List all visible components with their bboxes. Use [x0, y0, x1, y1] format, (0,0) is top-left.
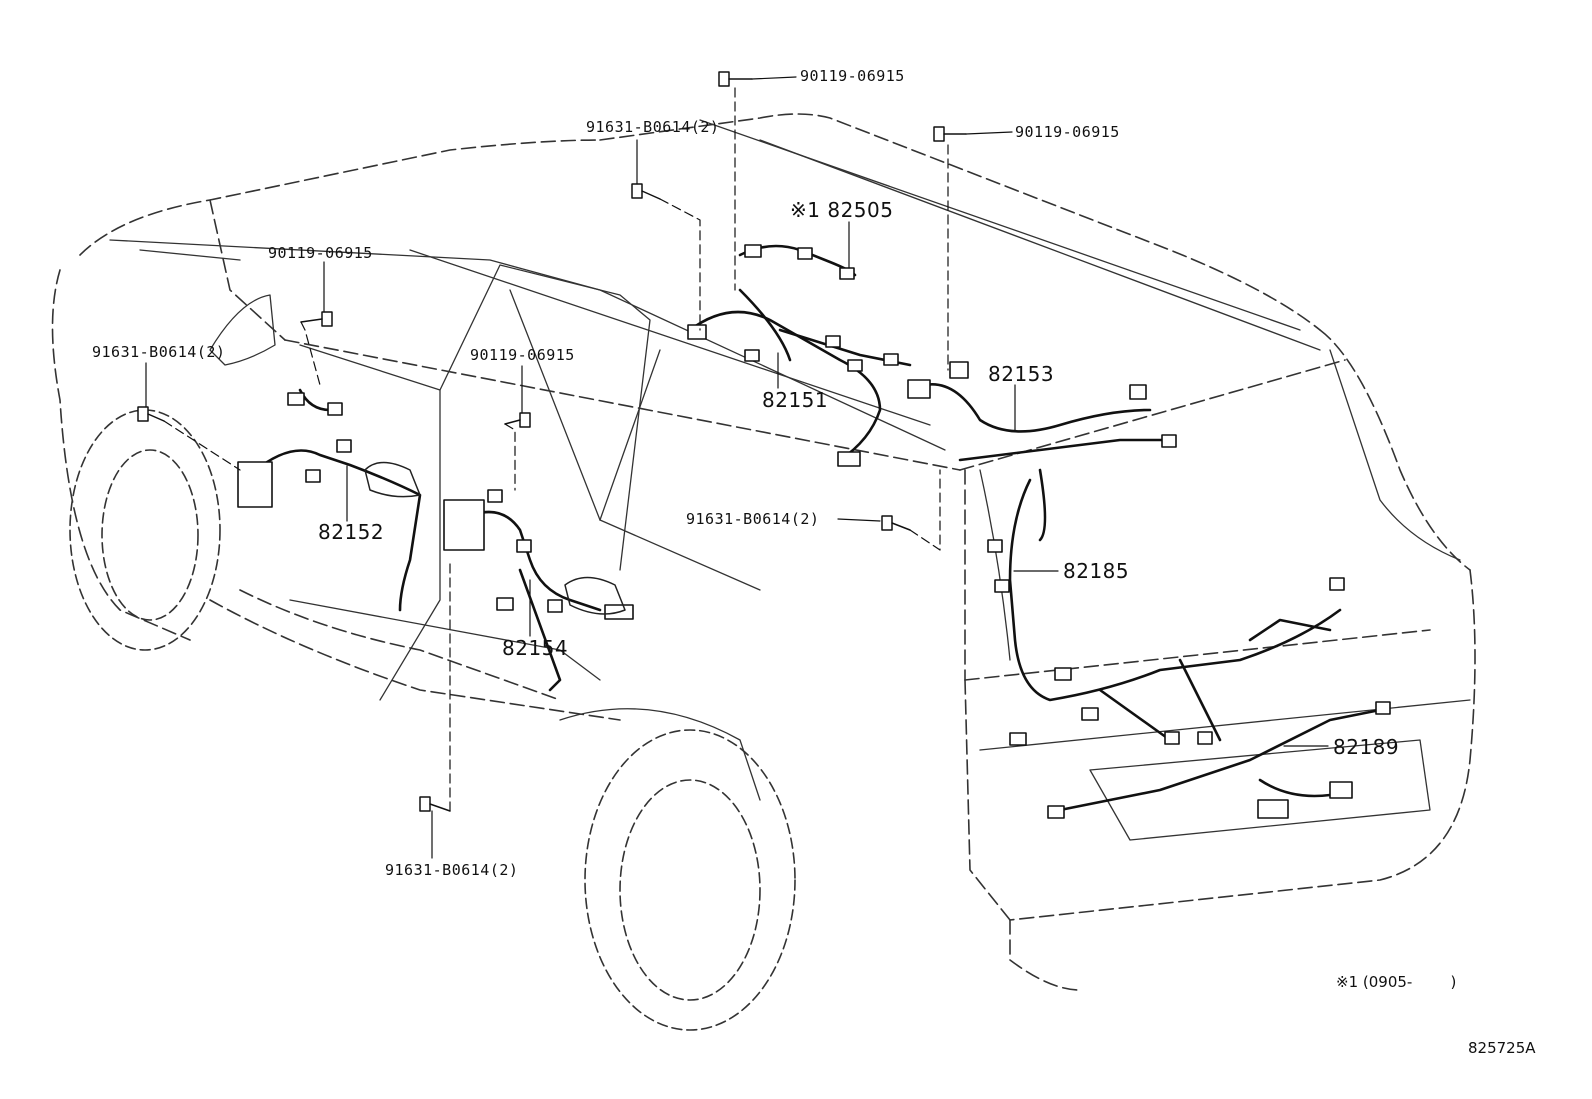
harness-label-82152: 82152	[318, 520, 385, 544]
part-label-bolt-center-right: 91631-B0614(2)	[686, 510, 820, 528]
leader-lines	[145, 76, 1329, 859]
alignment-lines	[163, 87, 949, 812]
part-label-bolt-left-front: 91631-B0614(2)	[92, 343, 226, 361]
footnote: ※1 (0905- )	[1336, 973, 1457, 991]
part-label-bolt-top-right: 90119-06915	[1015, 123, 1120, 141]
harness-82152	[248, 449, 422, 612]
harness-82189	[1058, 708, 1382, 812]
bolt-icon	[300, 311, 333, 327]
wire-harnesses	[248, 244, 1382, 812]
door-handles	[364, 461, 626, 615]
bolt-icon	[504, 412, 531, 428]
harness-82153	[908, 383, 1152, 433]
vehicle-body-lines	[109, 119, 1471, 841]
harness-label-82189: 82189	[1333, 735, 1400, 759]
harness-label-82154: 82154	[502, 636, 569, 660]
harness-82185	[1008, 478, 1342, 702]
harness-label-82185: 82185	[1063, 559, 1130, 583]
bolts	[137, 71, 967, 812]
bolt-icon	[137, 406, 165, 422]
bolt-icon	[933, 126, 967, 142]
wheels	[69, 409, 796, 1031]
harness-82151	[688, 310, 882, 462]
part-label-bolt-top-center: 90119-06915	[800, 67, 905, 85]
part-label-bolt-roof-left: 91631-B0614(2)	[586, 118, 720, 136]
harness-label-82153: 82153	[988, 362, 1055, 386]
figure-code: 825725A	[1468, 1039, 1536, 1057]
part-label-bolt-left-upper: 90119-06915	[268, 244, 373, 262]
bolt-icon	[419, 796, 451, 812]
vehicle-body-outline	[51, 113, 1476, 991]
bolt-icon	[631, 183, 661, 200]
harness-label-82505: ※1 82505	[790, 198, 894, 222]
part-label-bolt-mid: 90119-06915	[470, 346, 575, 364]
bolt-icon	[718, 71, 753, 87]
part-label-bolt-bottom: 91631-B0614(2)	[385, 861, 519, 879]
harness-label-82151: 82151	[762, 388, 829, 412]
bolt-icon	[881, 515, 911, 531]
